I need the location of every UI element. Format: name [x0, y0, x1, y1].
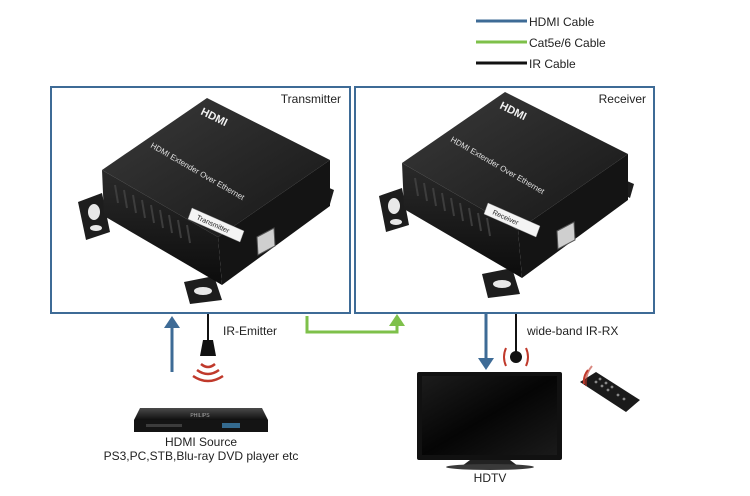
hdmi-source-subtitle: PS3,PC,STB,Blu-ray DVD player etc: [104, 449, 299, 463]
transmitter-bottom-slot: [194, 287, 212, 295]
hdmi-cable-source-to-transmitter: [164, 316, 180, 372]
ir-emitter-signal-icon: [192, 363, 224, 383]
ir-receiver-head: [510, 351, 522, 363]
hdmi-source-title: HDMI Source: [165, 435, 237, 449]
hdmi-arrow-down: [478, 358, 494, 370]
ir-receiver: wide-band IR-RX: [503, 314, 618, 367]
receiver-device: HDMI HDMI Extender Over Ethernet Receive…: [379, 92, 634, 298]
tv-stand-base: [446, 464, 534, 470]
legend-item-cat: Cat5e/6 Cable: [476, 36, 606, 50]
receiver-title: Receiver: [599, 92, 646, 106]
receiver-vents: [414, 177, 491, 237]
transmitter-rj45-port: [256, 227, 276, 256]
hdtv: HDTV: [417, 372, 562, 485]
legend-label-hdmi: HDMI Cable: [529, 15, 595, 29]
receiver-side: [518, 154, 628, 278]
transmitter-title: Transmitter: [281, 92, 341, 106]
receiver-mount-slot: [390, 219, 402, 225]
hdtv-label: HDTV: [474, 471, 507, 485]
ir-receiver-signal-icon: [503, 347, 529, 367]
tv-screen: [422, 376, 557, 455]
transmitter-side: [218, 160, 330, 285]
transmitter-device: HDMI HDMI Extender Over Ethernet Transmi…: [78, 98, 334, 304]
receiver-bottom-slot: [493, 280, 511, 288]
player-brand: PHILIPS: [190, 413, 210, 419]
receiver-panel: Receiver HDMI HDM: [354, 86, 655, 314]
hdmi-cable-receiver-to-tv: [478, 314, 494, 370]
legend-label-ir: IR Cable: [529, 57, 576, 71]
receiver-top: [402, 92, 628, 230]
legend: HDMI Cable Cat5e/6 Cable IR Cable: [476, 15, 606, 71]
player-top: [134, 408, 268, 420]
transmitter-vents: [114, 184, 191, 244]
cat-arrow-up: [389, 314, 405, 326]
transmitter-panel: Transmitter: [50, 86, 351, 314]
remote-buttons: [594, 377, 626, 401]
legend-item-ir: IR Cable: [476, 57, 576, 71]
receiver-rj45-port: [556, 221, 576, 250]
receiver-mount-hole: [388, 198, 400, 214]
remote-signal-icon: [582, 365, 593, 387]
legend-item-hdmi: HDMI Cable: [476, 15, 595, 29]
player-display: [222, 423, 240, 428]
ir-receiver-label: wide-band IR-RX: [526, 324, 618, 338]
remote-body: [580, 372, 640, 412]
transmitter-top: [102, 98, 330, 237]
transmitter-mount-slot: [90, 225, 102, 231]
ir-emitter: IR-Emitter: [192, 314, 277, 383]
remote-control-icon: [580, 365, 640, 412]
hdmi-arrow-up: [164, 316, 180, 328]
legend-label-cat: Cat5e/6 Cable: [529, 36, 606, 50]
cat-cable-link: [305, 314, 405, 334]
ir-emitter-head: [200, 340, 216, 356]
transmitter-mount-hole: [88, 204, 100, 220]
player-disc-slot: [146, 424, 182, 427]
hdmi-source-player: PHILIPS HDMI Source PS3,PC,STB,Blu-ray D…: [104, 408, 299, 463]
ir-emitter-label: IR-Emitter: [223, 324, 277, 338]
